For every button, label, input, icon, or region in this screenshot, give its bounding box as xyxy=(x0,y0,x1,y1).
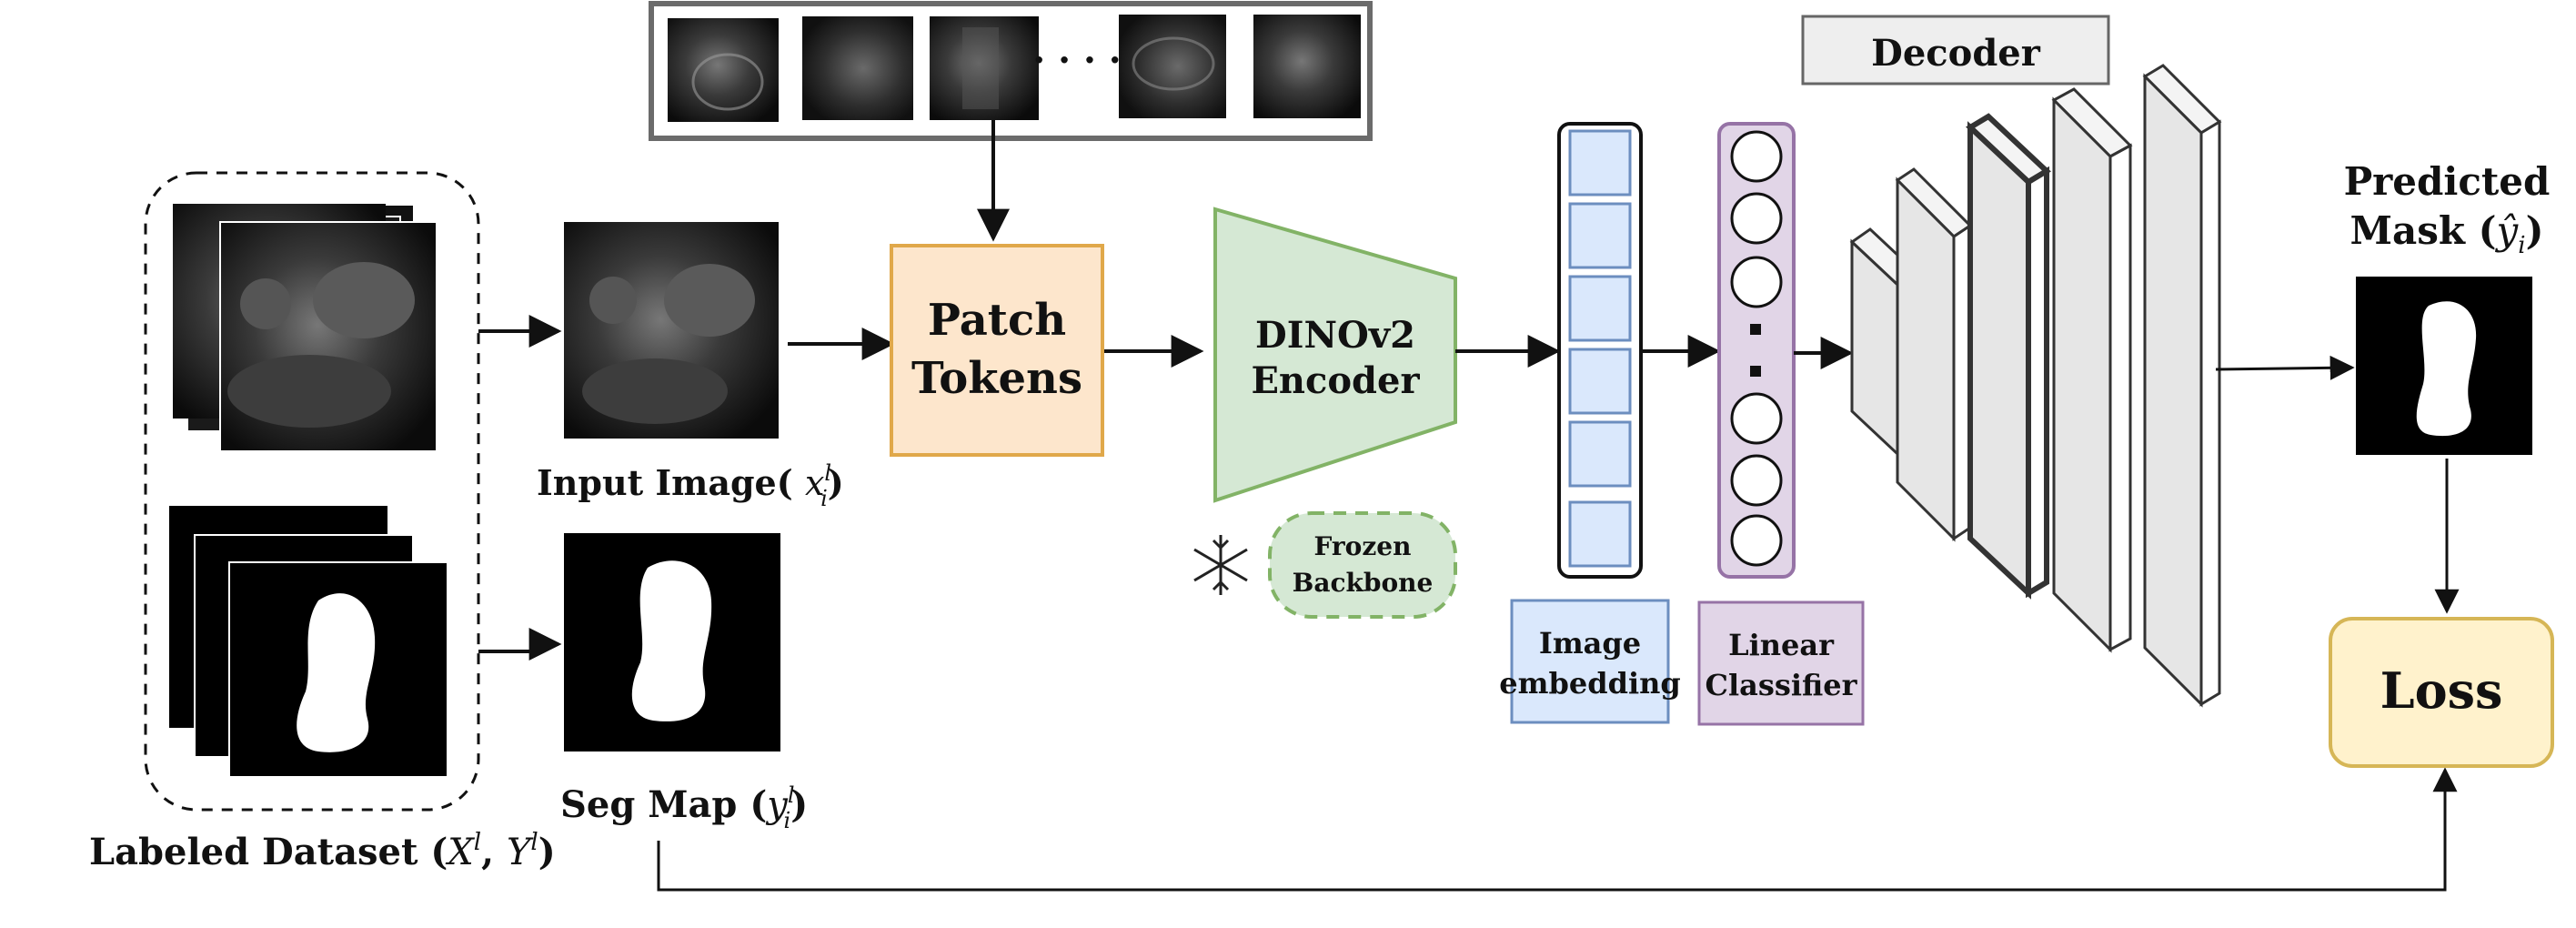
patch-thumbnail xyxy=(1253,15,1361,118)
classifier-node xyxy=(1730,192,1783,245)
embedding-cell xyxy=(1568,202,1632,269)
patch-strip: · · · · xyxy=(649,1,1373,141)
labeled-dataset-group xyxy=(144,171,480,812)
image-embedding-line2: embedding xyxy=(1499,666,1681,701)
predicted-mask-line1: Predicted xyxy=(2344,159,2551,204)
arrow-segmap-to-loss xyxy=(657,767,2458,892)
encoder-line1: DINOv2 xyxy=(1255,314,1415,357)
embedding-column xyxy=(1557,122,1643,579)
patch-tokens-line2: Tokens xyxy=(911,353,1082,404)
patch-thumbnail xyxy=(802,16,913,120)
embedding-cell xyxy=(1568,275,1632,342)
snowflake-icon xyxy=(1193,535,1248,595)
classifier-column xyxy=(1717,122,1796,579)
encoder-trapezoid xyxy=(1213,207,1457,503)
loss-label: Loss xyxy=(2380,661,2503,720)
patch-thumbnail xyxy=(1119,15,1226,118)
linear-classifier-label-box xyxy=(1697,600,1865,726)
patch-thumbnail xyxy=(668,18,779,122)
loss-box xyxy=(2329,617,2554,768)
predicted-mask-line2: Mask (ŷi) xyxy=(2350,208,2544,259)
frozen-backbone-badge xyxy=(1268,511,1457,619)
arrow-decoder-to-mask xyxy=(2215,355,2355,380)
classifier-node xyxy=(1730,514,1783,567)
patch-tokens-line1: Patch xyxy=(928,295,1066,346)
arrow-dataset-to-segmap xyxy=(478,628,562,661)
image-embedding-line1: Image xyxy=(1539,626,1641,661)
linear-classifier-line1: Linear xyxy=(1728,628,1835,662)
image-embedding-label-box xyxy=(1510,599,1670,724)
embedding-cell xyxy=(1568,420,1632,488)
patch-tokens-box xyxy=(890,244,1104,457)
classifier-node xyxy=(1730,454,1783,507)
encoder-line2: Encoder xyxy=(1251,359,1420,402)
decoder-label: Decoder xyxy=(1871,32,2041,75)
linear-classifier-line2: Classifier xyxy=(1705,668,1857,702)
decoder-blocks xyxy=(1849,64,2222,708)
frozen-line2: Backbone xyxy=(1293,568,1434,598)
ellipsis-dots: · · · · xyxy=(1032,39,1121,82)
embedding-cell xyxy=(1568,129,1632,197)
frozen-line1: Frozen xyxy=(1314,531,1412,561)
classifier-node xyxy=(1730,392,1783,445)
embedding-cell xyxy=(1568,348,1632,415)
classifier-node xyxy=(1730,256,1783,308)
classifier-node xyxy=(1730,130,1783,183)
embedding-cell xyxy=(1568,500,1632,568)
decoder-label-box xyxy=(1801,15,2110,86)
labeled-dataset-label: Labeled Dataset (Xl, Yl) xyxy=(89,829,556,873)
